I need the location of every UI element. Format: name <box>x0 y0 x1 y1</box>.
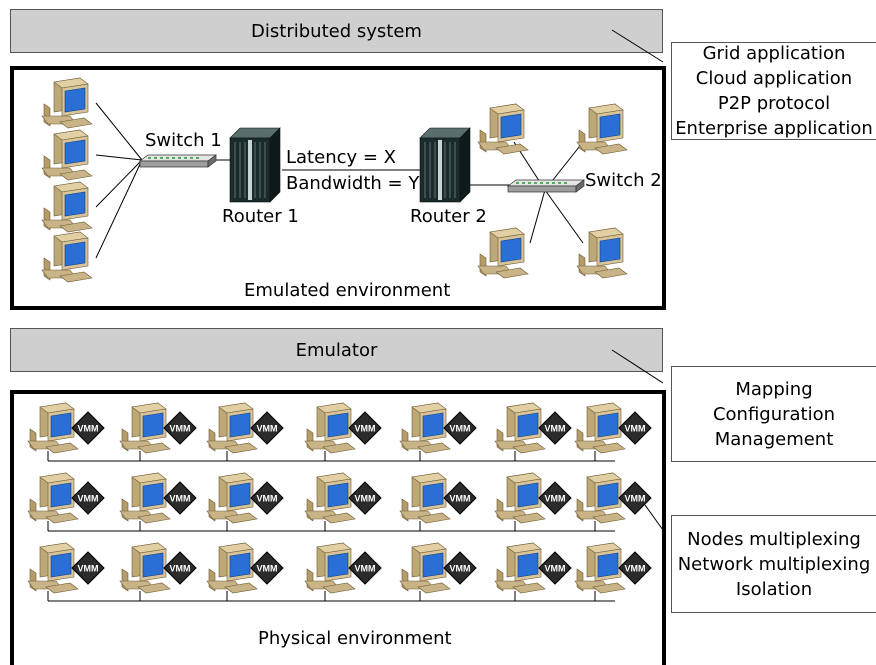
vmm-diamond-icon <box>348 551 382 585</box>
computer-icon <box>304 542 356 594</box>
vmm-diamond-icon <box>348 411 382 445</box>
physical-environment-frame <box>10 390 666 665</box>
computer-icon <box>304 472 356 524</box>
computer-icon <box>399 472 451 524</box>
latency-label: Latency = X <box>286 147 397 168</box>
vmm-diamond-icon <box>250 411 284 445</box>
computer-icon <box>41 77 93 129</box>
callout-line <box>611 29 664 63</box>
physical-hosts-grid <box>27 402 652 602</box>
computer-icon <box>494 402 546 454</box>
bandwidth-label: Bandwidth = Y <box>286 173 420 194</box>
network-switch-icon <box>139 154 217 168</box>
computer-icon <box>477 103 529 155</box>
vmm-diamond-icon <box>71 551 105 585</box>
emulator-bar: Emulator <box>10 328 663 372</box>
computer-icon <box>41 129 93 181</box>
vmm-diamond-icon <box>163 551 197 585</box>
computer-icon <box>477 227 529 279</box>
computer-icon <box>27 402 79 454</box>
emulated-environment-frame <box>10 66 666 310</box>
note-line: Network multiplexing <box>677 553 871 575</box>
computer-icon <box>206 402 258 454</box>
computer-icon <box>206 472 258 524</box>
emulator-label: Emulator <box>295 339 378 361</box>
computer-icon <box>41 181 93 233</box>
vmm-diamond-icon <box>618 551 652 585</box>
note-line: Nodes multiplexing <box>687 528 861 550</box>
computer-icon <box>574 542 626 594</box>
vmm-diamond-icon <box>618 411 652 445</box>
router-1-icon <box>229 127 281 203</box>
physical-environment-label: Physical environment <box>258 628 452 649</box>
vmm-diamond-icon <box>538 481 572 515</box>
note-line: P2P protocol <box>717 93 831 114</box>
switch-2-label: Switch 2 <box>585 170 662 191</box>
vmm-diamond-icon <box>250 481 284 515</box>
router-2-icon <box>419 127 471 203</box>
vmm-diamond-icon <box>618 481 652 515</box>
application-notes-box: Grid application Cloud application P2P p… <box>671 42 876 140</box>
note-line: Enterprise application <box>675 118 873 139</box>
computer-icon <box>494 472 546 524</box>
note-line: Isolation <box>735 578 813 600</box>
vmm-diamond-icon <box>538 411 572 445</box>
vmm-diamond-icon <box>348 481 382 515</box>
vmm-diamond-icon <box>443 411 477 445</box>
vmm-diamond-icon <box>71 411 105 445</box>
emulator-functions-box: Mapping Configuration Management <box>671 366 876 462</box>
note-line: Grid application <box>702 43 846 64</box>
vmm-diamond-icon <box>443 481 477 515</box>
computer-icon <box>574 402 626 454</box>
router-2-label: Router 2 <box>410 206 487 227</box>
computer-icon <box>574 472 626 524</box>
vmm-diamond-icon <box>538 551 572 585</box>
vmm-diamond-icon <box>163 481 197 515</box>
computer-icon <box>494 542 546 594</box>
multiplexing-notes-box: Nodes multiplexing Network multiplexing … <box>671 515 876 613</box>
callout-line <box>611 349 664 384</box>
computer-icon <box>27 542 79 594</box>
network-links <box>95 102 584 259</box>
computer-icon <box>399 402 451 454</box>
network-switch-icon <box>507 179 585 193</box>
note-line: Management <box>714 428 834 450</box>
computer-icon <box>206 542 258 594</box>
computer-icon <box>576 227 628 279</box>
vmm-diamond-icon <box>443 551 477 585</box>
note-line: Configuration <box>712 403 836 425</box>
vmm-diamond-icon <box>71 481 105 515</box>
note-line: Cloud application <box>695 68 853 89</box>
emulated-environment-label: Emulated environment <box>244 280 451 301</box>
computer-icon <box>576 103 628 155</box>
distributed-system-label: Distributed system <box>251 20 422 42</box>
switch-1-label: Switch 1 <box>145 130 222 151</box>
computer-icon <box>399 542 451 594</box>
computer-icon <box>41 231 93 283</box>
router-1-label: Router 1 <box>222 206 299 227</box>
vmm-diamond-icon <box>163 411 197 445</box>
vmm-diamond-icon <box>250 551 284 585</box>
computer-icon <box>119 472 171 524</box>
computer-icon <box>304 402 356 454</box>
distributed-system-bar: Distributed system <box>10 9 663 53</box>
note-line: Mapping <box>735 378 813 400</box>
computer-icon <box>119 402 171 454</box>
computer-icon <box>119 542 171 594</box>
callout-line <box>644 504 664 531</box>
computer-icon <box>27 472 79 524</box>
